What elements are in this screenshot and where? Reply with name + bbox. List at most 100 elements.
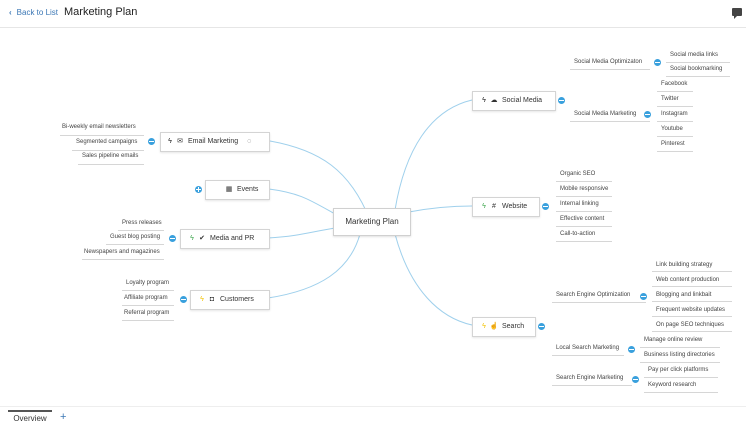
leaf-instagram[interactable]: Instagram — [661, 111, 688, 117]
collapse-search-toggle[interactable] — [538, 323, 545, 330]
connector-social — [394, 99, 473, 211]
add-sheet-icon[interactable]: + — [60, 411, 67, 423]
collapse-website-toggle[interactable] — [542, 203, 549, 210]
node-search[interactable]: ϟ☝Search — [472, 317, 536, 337]
node-customers[interactable]: ϟ◘Customers — [190, 290, 270, 310]
collapse-social-media-toggle[interactable] — [558, 97, 565, 104]
connector-email — [269, 140, 371, 221]
leaf-newspapers-magazines[interactable]: Newspapers and magazines — [84, 249, 160, 255]
node-label: Email Marketing — [188, 138, 239, 145]
node-events[interactable]: ▦Events — [205, 180, 270, 200]
leaf-line — [118, 230, 164, 231]
leaf-line — [652, 316, 732, 317]
leaf-referral-program[interactable]: Referral program — [124, 310, 170, 316]
leaf-line — [640, 362, 720, 363]
node-label: Website — [502, 203, 528, 210]
leaf-bi-weekly-newsletters[interactable]: Bi-weekly email newsletters — [62, 124, 136, 130]
leaf-mobile-responsive[interactable]: Mobile responsive — [560, 186, 609, 192]
leaf-line — [570, 121, 650, 122]
sub-social-media-marketing[interactable]: Social Media Marketing — [574, 111, 637, 117]
sheet-tab-bar: Overview + — [0, 406, 746, 427]
collapse-customers-toggle[interactable] — [180, 296, 187, 303]
leaf-line — [666, 62, 730, 63]
central-topic-node[interactable]: Marketing Plan — [333, 208, 411, 236]
connector-media — [267, 227, 336, 239]
leaf-social-bookmarking[interactable]: Social bookmarking — [670, 66, 723, 72]
sub-local-search-marketing[interactable]: Local Search Marketing — [556, 345, 620, 351]
leaf-line — [657, 106, 693, 107]
leaf-internal-linking[interactable]: Internal linking — [560, 201, 599, 207]
leaf-business-listing-directories[interactable]: Business listing directories — [644, 352, 715, 358]
calendar-icon: ▦ — [225, 186, 233, 193]
collapse-seo-toggle[interactable] — [640, 293, 647, 300]
collapse-sem-toggle[interactable] — [632, 376, 639, 383]
leaf-manage-online-review[interactable]: Manage online review — [644, 337, 703, 343]
leaf-line — [657, 121, 693, 122]
collapse-local-search-toggle[interactable] — [628, 346, 635, 353]
leaf-facebook[interactable]: Facebook — [661, 81, 688, 87]
leaf-pay-per-click[interactable]: Pay per click platforms — [648, 367, 709, 373]
leaf-line — [552, 355, 624, 356]
leaf-on-page-seo[interactable]: On page SEO techniques — [656, 322, 725, 328]
leaf-call-to-action[interactable]: Call-to-action — [560, 231, 596, 237]
leaf-line — [82, 259, 164, 260]
leaf-line — [556, 226, 612, 227]
leaf-twitter[interactable]: Twitter — [661, 96, 679, 102]
leaf-blogging-linkbait[interactable]: Blogging and linkbait — [656, 292, 712, 298]
page-title: Marketing Plan — [64, 6, 138, 18]
node-email-marketing[interactable]: ϟ✉Email Marketing◌ — [160, 132, 270, 152]
collapse-email-toggle[interactable] — [148, 138, 155, 145]
leaf-line — [60, 135, 144, 136]
leaf-press-releases[interactable]: Press releases — [122, 220, 162, 226]
collapse-media-toggle[interactable] — [169, 235, 176, 242]
node-media-and-pr[interactable]: ϟ✔Media and PR — [180, 229, 270, 249]
tab-overview[interactable]: Overview — [8, 410, 52, 426]
leaf-line — [552, 385, 632, 386]
leaf-effective-content[interactable]: Effective content — [560, 216, 605, 222]
connector-events — [268, 188, 336, 215]
leaf-pinterest[interactable]: Pinterest — [661, 141, 685, 147]
envelope-icon: ✉ — [177, 138, 183, 145]
node-label: Media and PR — [210, 235, 255, 242]
leaf-link-building[interactable]: Link building strategy — [656, 262, 713, 268]
sub-social-media-optimization[interactable]: Social Media Optimizaton — [574, 59, 643, 65]
leaf-line — [657, 136, 693, 137]
leaf-web-content-production[interactable]: Web content production — [656, 277, 720, 283]
leaf-sales-pipeline-emails[interactable]: Sales pipeline emails — [82, 153, 139, 159]
sub-search-engine-optimization[interactable]: Search Engine Optimization — [556, 292, 631, 298]
leaf-frequent-website-updates[interactable]: Frequent website updates — [656, 307, 726, 313]
leaf-social-media-links[interactable]: Social media links — [670, 52, 719, 58]
leaf-keyword-research[interactable]: Keyword research — [648, 382, 697, 388]
node-label: Social Media — [502, 97, 543, 104]
leaf-organic-seo[interactable]: Organic SEO — [560, 171, 596, 177]
leaf-guest-blog-posting[interactable]: Guest blog posting — [110, 234, 161, 240]
leaf-line — [78, 164, 144, 165]
thumbs-up-icon: ☝ — [489, 323, 499, 330]
leaf-line — [657, 151, 693, 152]
collapse-smm-toggle[interactable] — [644, 111, 651, 118]
leaf-youtube[interactable]: Youtube — [661, 126, 683, 132]
leaf-line — [652, 331, 732, 332]
bolt-icon: ϟ — [168, 138, 172, 145]
node-label: Customers — [220, 296, 254, 303]
collapse-smo-toggle[interactable] — [654, 59, 661, 66]
gift-icon: ◘ — [209, 296, 215, 303]
leaf-line — [556, 241, 612, 242]
leaf-line — [652, 271, 732, 272]
node-social-media[interactable]: ϟ☁Social Media — [472, 91, 556, 111]
chevron-left-icon: ‹ — [9, 8, 12, 17]
expand-events-toggle[interactable] — [195, 186, 202, 193]
sub-search-engine-marketing[interactable]: Search Engine Marketing — [556, 375, 624, 381]
leaf-line — [122, 290, 174, 291]
top-bar: ‹Back to List Marketing Plan 5 — [0, 0, 746, 28]
back-to-list-link[interactable]: ‹Back to List — [9, 8, 58, 17]
leaf-loyalty-program[interactable]: Loyalty program — [126, 280, 170, 286]
leaf-line — [122, 320, 174, 321]
leaf-segmented-campaigns[interactable]: Segmented campaigns — [76, 139, 138, 145]
leaf-affiliate-program[interactable]: Affiliate program — [124, 295, 168, 301]
connector-search — [394, 233, 473, 326]
bolt-icon: ϟ — [482, 97, 486, 104]
connector-website — [408, 205, 473, 213]
node-website[interactable]: ϟ#Website — [472, 197, 540, 217]
